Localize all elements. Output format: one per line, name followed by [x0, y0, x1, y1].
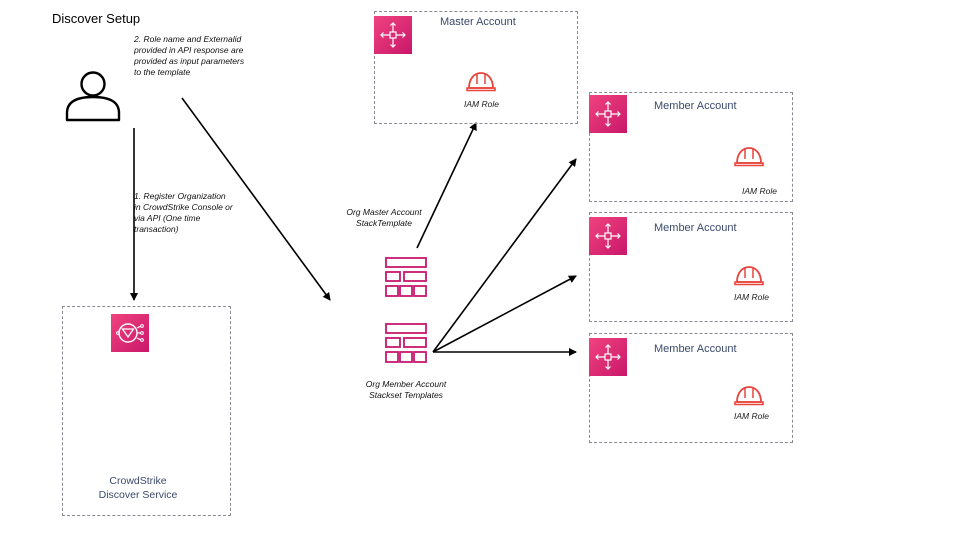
iam-role-icon — [734, 264, 764, 291]
master-account-label: Master Account — [440, 16, 516, 28]
member-account-label-1: Member Account — [654, 100, 737, 112]
member-template-caption: Org Member Account Stackset Templates — [365, 379, 447, 401]
arrow-to-master — [416, 122, 477, 249]
member-account-label-2: Member Account — [654, 222, 737, 234]
arrow-to-member-2 — [432, 275, 577, 353]
discover-service-icon — [111, 314, 149, 352]
member-iam-role-label-1: IAM Role — [742, 186, 777, 196]
iam-role-icon — [466, 70, 496, 97]
member-iam-role-label-2: IAM Role — [734, 292, 769, 302]
member-account-box-3 — [589, 333, 793, 443]
discover-service-label: CrowdStrike Discover Service — [98, 475, 178, 502]
stack-template-icon — [385, 257, 427, 302]
user-icon — [64, 70, 122, 127]
master-account-box — [374, 11, 578, 124]
arrow-to-member-1 — [432, 158, 577, 353]
organizations-icon — [589, 217, 627, 255]
member-iam-role-label-3: IAM Role — [734, 411, 769, 421]
member-account-box-1 — [589, 92, 793, 202]
organizations-icon — [589, 338, 627, 376]
member-account-label-3: Member Account — [654, 343, 737, 355]
note-step-1: 1. Register Organization in CrowdStrike … — [134, 191, 233, 235]
member-account-box-2 — [589, 212, 793, 322]
master-template-caption: Org Master Account StackTemplate — [346, 207, 422, 229]
organizations-icon — [374, 16, 412, 54]
master-iam-role-label: IAM Role — [464, 99, 499, 109]
iam-role-icon — [734, 384, 764, 411]
organizations-icon — [589, 95, 627, 133]
stack-template-icon — [385, 323, 427, 368]
iam-role-icon — [734, 145, 764, 172]
note-step-2: 2. Role name and Externalid provided in … — [134, 34, 245, 78]
discover-service-box — [62, 306, 231, 516]
diagram-title: Discover Setup — [52, 11, 141, 26]
arrow-user-to-templates — [181, 97, 331, 301]
